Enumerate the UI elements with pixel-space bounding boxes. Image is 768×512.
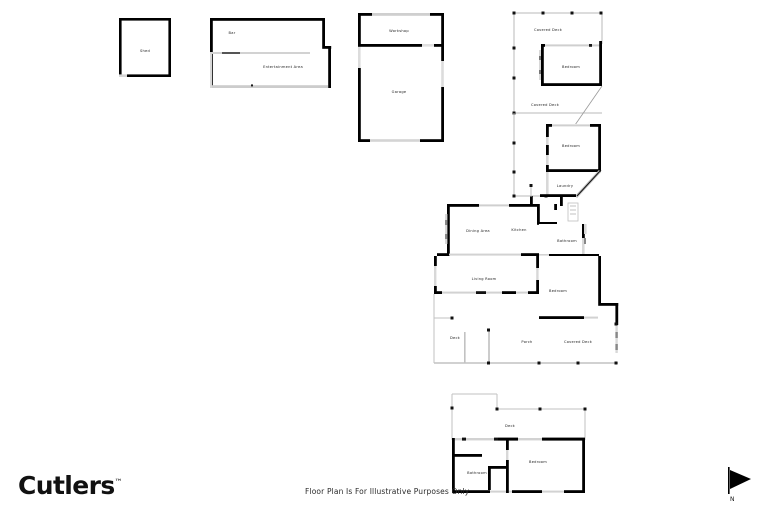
compass-north-label: N [730, 496, 735, 503]
lower-annex-structure [450, 393, 587, 493]
living-room-block [434, 256, 539, 294]
brand-logo: Cutlers™ [18, 471, 123, 500]
main-house-structure [433, 11, 619, 365]
lower-decks [433, 294, 618, 365]
dining-kitchen-block [437, 184, 599, 256]
garage-structure [358, 13, 444, 142]
shed-structure [119, 18, 171, 77]
compass-arrow-icon [728, 467, 751, 494]
closet-detail [567, 202, 579, 222]
disclaimer-text: Floor Plan Is For Illustrative Purposes … [305, 487, 470, 496]
upper-bedroom [539, 41, 602, 86]
lower-bedroom-block [539, 256, 619, 353]
middle-bedroom [546, 124, 602, 199]
brand-name: Cutlers [18, 471, 115, 500]
compass-north-indicator: N [722, 466, 758, 508]
laundry-zone [540, 172, 576, 206]
bathroom-block [539, 224, 601, 254]
annex-deck [450, 393, 587, 441]
annex-walls [452, 438, 585, 493]
trademark-symbol: ™ [114, 477, 123, 487]
bar-entertainment-structure [210, 18, 332, 88]
